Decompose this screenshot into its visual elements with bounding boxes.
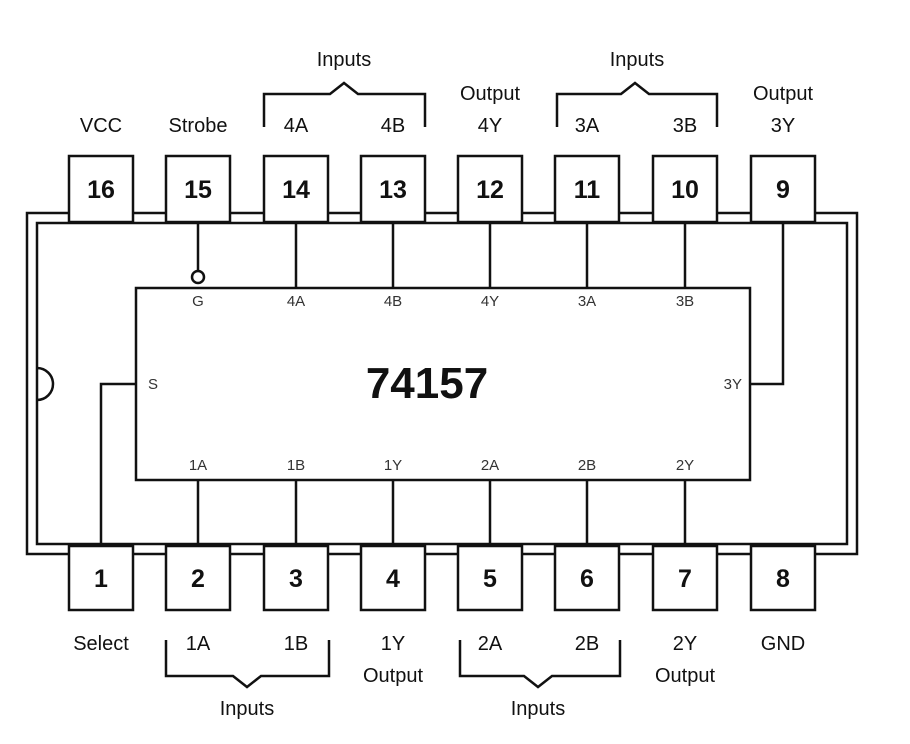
pin-label-1b: 1B [284,633,308,655]
pin-label-3y: 3Y [771,115,795,137]
pin-label-gnd: GND [761,633,805,655]
inner-label-2b: 2B [578,457,596,474]
pin-13: 13 [359,154,427,224]
inner-label-2y: 2Y [676,457,694,474]
pin-number: 2 [191,565,205,593]
pin-16: 16 [67,154,135,224]
group-label-inputs-1: Inputs [220,698,274,720]
wire-pin9 [750,222,785,386]
inner-label-4y: 4Y [481,293,499,310]
pin-label-3b: 3B [673,115,697,137]
group-label-inputs-2: Inputs [511,698,565,720]
pin-number: 10 [671,176,699,204]
pin-8: 8 [749,544,817,612]
pin-number: 15 [184,176,212,204]
pin-caption-output-9: Output [753,83,813,105]
pin-number: 8 [776,565,790,593]
group-label-inputs-3: Inputs [610,49,664,71]
brace-bottom-inputs-1 [164,640,331,689]
pin-number: 14 [282,176,310,204]
pin-label-strobe: Strobe [169,115,228,137]
pin-number: 1 [94,565,108,593]
inner-label-s: S [148,376,158,393]
inner-label-4a: 4A [287,293,305,310]
pin-9: 9 [749,154,817,224]
pin-number: 6 [580,565,594,593]
chip-name: 74157 [366,359,488,408]
pin-number: 4 [386,565,400,593]
wire-pin1 [99,382,136,546]
pin-7: 7 [651,544,719,612]
pin-5: 5 [456,544,524,612]
pin-number: 9 [776,176,790,204]
pin-caption-output-12: Output [460,83,520,105]
pin-number: 12 [476,176,504,204]
pin-label-4a: 4A [284,115,309,137]
inner-label-1b: 1B [287,457,305,474]
group-label-inputs-4: Inputs [317,49,371,71]
pin-number: 5 [483,565,497,593]
pin-4: 4 [359,544,427,612]
pin-label-1y: 1Y [381,633,405,655]
inner-label-3b: 3B [676,293,694,310]
pin-number: 7 [678,565,692,593]
pin-3: 3 [262,544,330,612]
inner-label-1a: 1A [189,457,207,474]
pin-caption-output-7: Output [655,665,715,687]
inner-label-2a: 2A [481,457,499,474]
pin-number: 11 [574,176,601,204]
pin-2: 2 [164,544,232,612]
pin-label-vcc: VCC [80,115,122,137]
orientation-notch [36,366,55,402]
inner-label-3y: 3Y [724,376,742,393]
inner-label-1y: 1Y [384,457,402,474]
pin-11: 11 [553,154,621,224]
strobe-inversion-bubble [190,269,206,285]
pin-label-2b: 2B [575,633,599,655]
pin-label-2y: 2Y [673,633,697,655]
inner-label-3a: 3A [578,293,596,310]
pin-14: 14 [262,154,330,224]
pin-15: 15 [164,154,232,224]
pin-12: 12 [456,154,524,224]
pin-label-4y: 4Y [478,115,502,137]
pin-number: 3 [289,565,303,593]
package-inner-outline [35,221,849,546]
brace-bottom-inputs-2 [458,640,622,689]
inner-label-4b: 4B [384,293,402,310]
pin-1: 1 [67,544,135,612]
pin-number: 16 [87,176,115,204]
pin-number: 13 [379,176,407,204]
pin-label-4b: 4B [381,115,405,137]
pin-label-2a: 2A [478,633,503,655]
brace-top-inputs-4 [262,81,427,127]
pin-10: 10 [651,154,719,224]
pin-label-1a: 1A [186,633,211,655]
pin-caption-output-4: Output [363,665,423,687]
brace-top-inputs-3 [555,81,719,127]
inner-label-g: G [192,293,204,310]
pin-label-3a: 3A [575,115,600,137]
pin-6: 6 [553,544,621,612]
pin-label-select: Select [73,633,129,655]
